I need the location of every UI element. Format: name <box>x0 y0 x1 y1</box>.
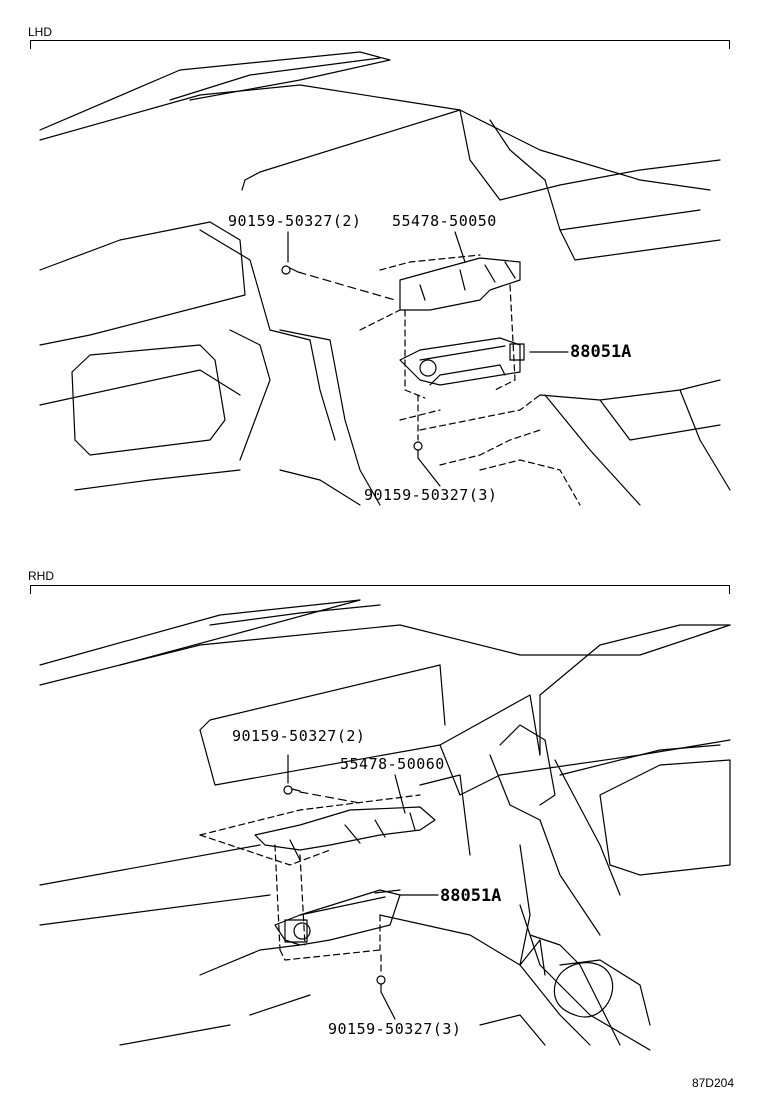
lhd-callout-screw-bottom: 90159-50327(3) <box>364 486 498 504</box>
diagram-code: 87D204 <box>691 1076 734 1090</box>
frame-tick-right-lhd <box>729 40 730 49</box>
rhd-callout-bracket: 55478-50060 <box>340 755 445 773</box>
rhd-bottom-screw-icon <box>376 975 386 993</box>
lhd-callout-bracket: 55478-50050 <box>392 212 497 230</box>
frame-line-rhd <box>30 585 730 586</box>
frame-tick-left-rhd <box>30 585 31 594</box>
lhd-panel: LHD <box>0 0 760 540</box>
rhd-bracket-shape <box>254 806 436 861</box>
rhd-top-screw-icon <box>283 785 301 795</box>
lhd-dashboard-illustration <box>39 51 731 506</box>
rhd-callout-screw-bottom: 90159-50327(3) <box>328 1020 462 1038</box>
rhd-panel: RHD <box>0 545 760 1065</box>
lhd-callout-screw-top: 90159-50327(2) <box>228 212 362 230</box>
frame-tick-left-lhd <box>30 40 31 49</box>
frame-tick-right-rhd <box>729 585 730 594</box>
panel-label-rhd: RHD <box>28 569 54 583</box>
frame-line-lhd <box>30 40 730 41</box>
lhd-sensor-module-shape <box>399 337 525 386</box>
lhd-top-screw-icon <box>281 265 299 275</box>
rhd-callout-screw-top: 90159-50327(2) <box>232 727 366 745</box>
rhd-sensor-module-shape <box>274 889 401 946</box>
rhd-callout-sensor: 88051A <box>440 886 502 906</box>
panel-label-lhd: LHD <box>28 25 53 39</box>
rhd-dashboard-illustration <box>39 599 731 1051</box>
lhd-bottom-screw-icon <box>413 441 423 459</box>
lhd-callout-sensor: 88051A <box>570 342 632 362</box>
lhd-bracket-shape <box>399 257 521 311</box>
